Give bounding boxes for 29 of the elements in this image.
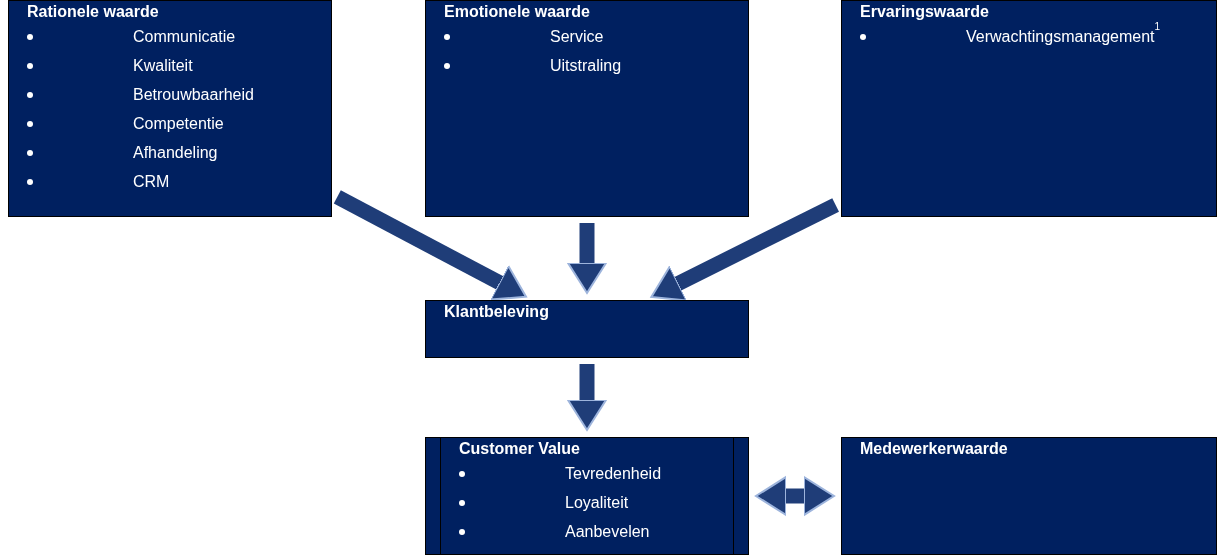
bullet-item: Betrouwbaarheid xyxy=(133,85,254,105)
bullet-item: Aanbevelen xyxy=(565,522,650,542)
box-heading: Klantbeleving xyxy=(444,302,549,322)
bullet-item: Tevredenheid xyxy=(565,464,662,484)
block-arrow xyxy=(650,198,839,302)
box-heading: Ervaringswaarde xyxy=(860,2,989,22)
box-heading: Medewerkerwaarde xyxy=(860,439,1008,459)
value-box xyxy=(425,300,749,358)
bullet-item: Afhandeling xyxy=(133,143,218,163)
box-heading: Emotionele waarde xyxy=(444,2,590,22)
value-box xyxy=(8,0,332,217)
block-arrow xyxy=(333,190,527,301)
block-arrow xyxy=(567,223,607,294)
box-heading: Rationele waarde xyxy=(27,2,159,22)
bullet-item: Verwachtingsmanagement$^{1}$ xyxy=(966,22,1161,47)
bullet-item: Service xyxy=(550,27,604,47)
bullet-item: CRM xyxy=(133,172,170,192)
bullet-item: Loyaliteit xyxy=(565,493,629,513)
bullet-item: Competentie xyxy=(133,114,224,134)
value-box xyxy=(841,437,1217,555)
value-box xyxy=(425,0,749,217)
value-box xyxy=(841,0,1217,217)
value-box xyxy=(425,437,749,555)
bullet-item: Communicatie xyxy=(133,27,236,47)
bullet-item: Kwaliteit xyxy=(133,56,193,76)
block-arrow xyxy=(755,476,835,516)
block-arrow xyxy=(567,364,607,431)
box-heading: Customer Value xyxy=(459,439,580,459)
bullet-item: Uitstraling xyxy=(550,56,622,76)
